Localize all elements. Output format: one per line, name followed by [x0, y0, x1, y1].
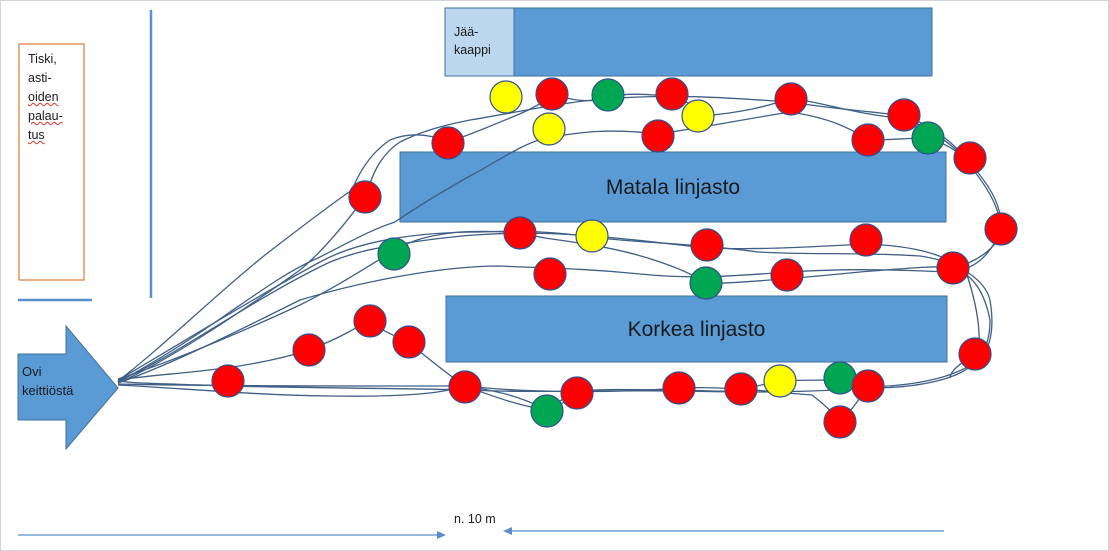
yellow-stop-marker: [489, 80, 523, 114]
red-stop-marker: [690, 228, 724, 262]
red-stop-marker: [292, 333, 326, 367]
red-stop-marker: [953, 141, 987, 175]
red-stop-marker: [849, 223, 883, 257]
red-stop-marker: [533, 257, 567, 291]
green-stop-marker: [823, 361, 857, 395]
red-stop-marker: [353, 304, 387, 338]
fridge-block: [444, 7, 515, 77]
matala-linjasto-block: [399, 151, 947, 223]
counter-label-line-3: oiden: [28, 88, 80, 107]
red-stop-marker: [348, 180, 382, 214]
door-label-line-2: keittiöstä: [22, 383, 74, 398]
red-stop-marker: [958, 337, 992, 371]
red-stop-marker: [503, 216, 537, 250]
fridge-label: Jää- kaappi: [454, 23, 508, 59]
matala-linjasto-label: Matala linjasto: [605, 176, 741, 199]
red-stop-marker: [724, 372, 758, 406]
red-stop-marker: [448, 370, 482, 404]
red-stop-marker: [662, 371, 696, 405]
scale-label: n. 10 m: [454, 512, 496, 526]
red-stop-marker: [823, 405, 857, 439]
scale-arrowhead-left: [503, 527, 512, 535]
red-stop-marker: [984, 212, 1018, 246]
fridge-label-line-2: kaappi: [454, 43, 491, 57]
green-stop-marker: [377, 237, 411, 271]
red-stop-marker: [641, 119, 675, 153]
red-stop-marker: [887, 98, 921, 132]
red-stop-marker: [851, 123, 885, 157]
yellow-stop-marker: [681, 99, 715, 133]
green-stop-marker: [530, 394, 564, 428]
red-stop-marker: [851, 369, 885, 403]
walking-path-trace: [117, 230, 991, 380]
green-stop-marker: [591, 78, 625, 112]
red-stop-marker: [560, 376, 594, 410]
counter-label-line-5: tus: [28, 126, 80, 145]
fridge-label-line-1: Jää-: [454, 25, 479, 39]
red-stop-marker: [936, 251, 970, 285]
door-label: Ovi keittiöstä: [22, 362, 102, 400]
counter-label-line-4: palau-: [28, 107, 80, 126]
door-label-line-1: Ovi: [22, 364, 42, 379]
yellow-stop-marker: [763, 364, 797, 398]
door-arrow: [17, 324, 119, 451]
yellow-stop-marker: [532, 112, 566, 146]
dish-return-label: Tiski, asti- oiden palau- tus: [28, 50, 80, 145]
counter-label-line-3-text: oiden: [28, 90, 59, 104]
red-stop-marker: [535, 77, 569, 111]
red-stop-marker: [431, 126, 465, 160]
red-stop-marker: [392, 325, 426, 359]
scale-arrowhead-right: [437, 531, 446, 539]
counter-label-line-4-text: palau-: [28, 109, 63, 123]
red-stop-marker: [770, 258, 804, 292]
counter-label-line-5-text: tus: [28, 128, 45, 142]
red-stop-marker: [655, 77, 689, 111]
counter-label-line-2: asti-: [28, 71, 52, 85]
top-cabinet-block: [513, 7, 933, 77]
counter-label-line-1: Tiski,: [28, 52, 57, 66]
green-stop-marker: [689, 266, 723, 300]
korkea-linjasto-label: Korkea linjasto: [627, 318, 766, 341]
yellow-stop-marker: [575, 219, 609, 253]
red-stop-marker: [211, 364, 245, 398]
green-stop-marker: [911, 121, 945, 155]
stop-markers: [211, 77, 1018, 439]
red-stop-marker: [774, 82, 808, 116]
korkea-linjasto-block: [445, 295, 948, 363]
dish-return-counter: [18, 43, 85, 281]
